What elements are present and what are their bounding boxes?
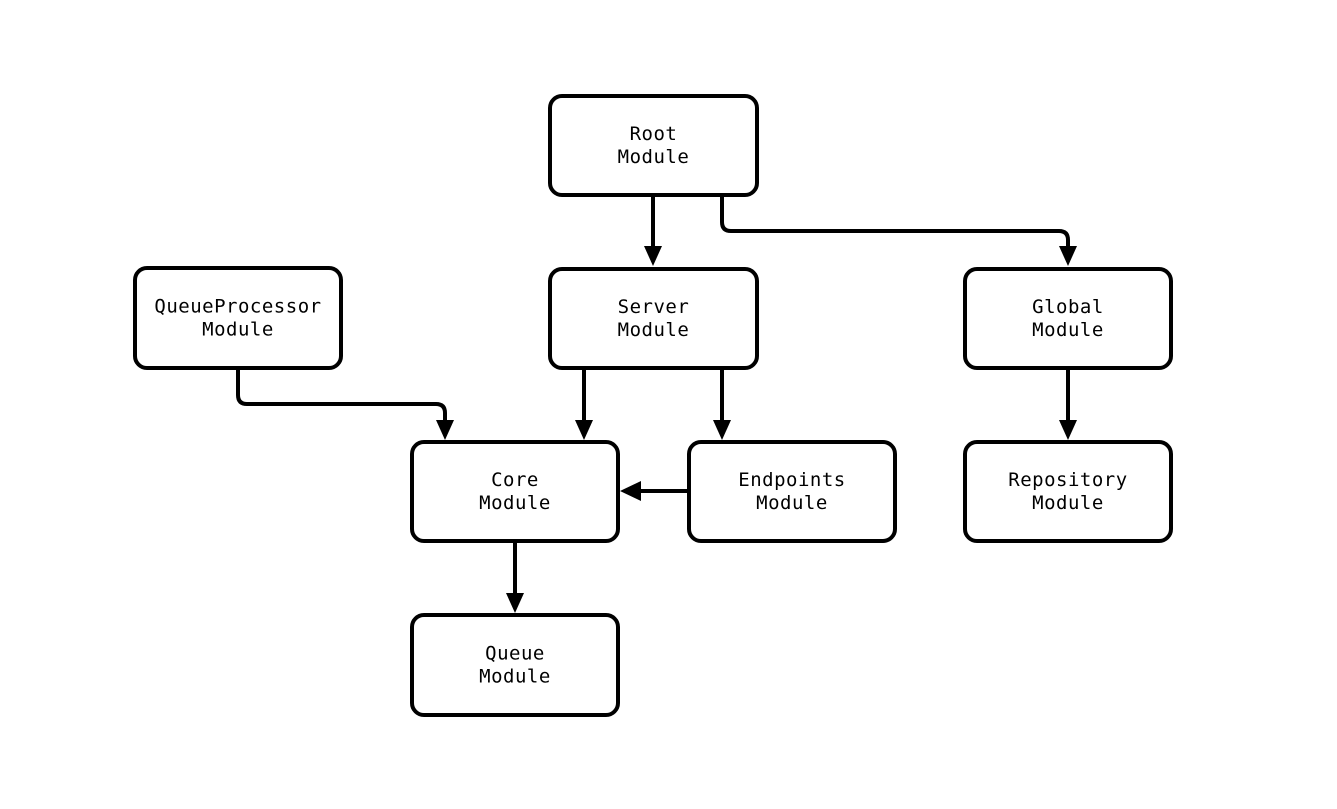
edge-server-to-core xyxy=(575,370,593,440)
node-label-line1: Repository xyxy=(1008,469,1127,491)
edge-line xyxy=(720,197,1070,254)
node-box[interactable] xyxy=(410,440,620,543)
node-box[interactable] xyxy=(687,440,897,543)
node-box[interactable] xyxy=(548,267,759,370)
node-box[interactable] xyxy=(548,94,759,197)
arrowhead-icon xyxy=(713,420,731,440)
arrowhead-icon xyxy=(436,420,454,440)
node-label-line2: Module xyxy=(618,146,690,168)
node-box[interactable] xyxy=(410,613,620,717)
node-label-line1: Core xyxy=(491,469,539,491)
node-box[interactable] xyxy=(133,266,343,370)
edge-line xyxy=(236,370,447,427)
node-label-line2: Module xyxy=(479,492,551,514)
node-label-line2: Module xyxy=(479,666,551,688)
node-label-line2: Module xyxy=(756,492,828,514)
node-label-line1: Server xyxy=(618,296,690,318)
nodes-layer: RootModuleQueueProcessorModuleServerModu… xyxy=(133,94,1173,717)
edge-server-to-endpoints xyxy=(713,370,731,440)
edge-queueprocessor-to-core xyxy=(236,370,454,440)
node-label-line2: Module xyxy=(618,319,690,341)
node-label-line1: Queue xyxy=(485,643,545,665)
node-label-line2: Module xyxy=(1032,492,1104,514)
arrowhead-icon xyxy=(620,481,641,501)
arrowhead-icon xyxy=(506,593,524,613)
node-label-line2: Module xyxy=(1032,319,1104,341)
node-label-line1: QueueProcessor xyxy=(154,296,321,318)
node-box[interactable] xyxy=(963,267,1173,370)
edge-core-to-queue xyxy=(506,543,524,613)
arrowhead-icon xyxy=(575,420,593,440)
edge-root-to-global xyxy=(720,197,1077,266)
edges-layer xyxy=(236,197,1077,613)
edge-global-to-repository xyxy=(1059,370,1077,440)
edge-root-to-server xyxy=(644,197,662,266)
node-box[interactable] xyxy=(963,440,1173,543)
edge-endpoints-to-core xyxy=(620,481,687,501)
node-label-line1: Root xyxy=(630,123,678,145)
node-label-line1: Endpoints xyxy=(738,469,845,491)
node-label-line2: Module xyxy=(202,319,274,341)
arrowhead-icon xyxy=(1059,420,1077,440)
arrowhead-icon xyxy=(644,246,662,266)
node-label-line1: Global xyxy=(1032,296,1104,318)
arrowhead-icon xyxy=(1059,246,1077,266)
